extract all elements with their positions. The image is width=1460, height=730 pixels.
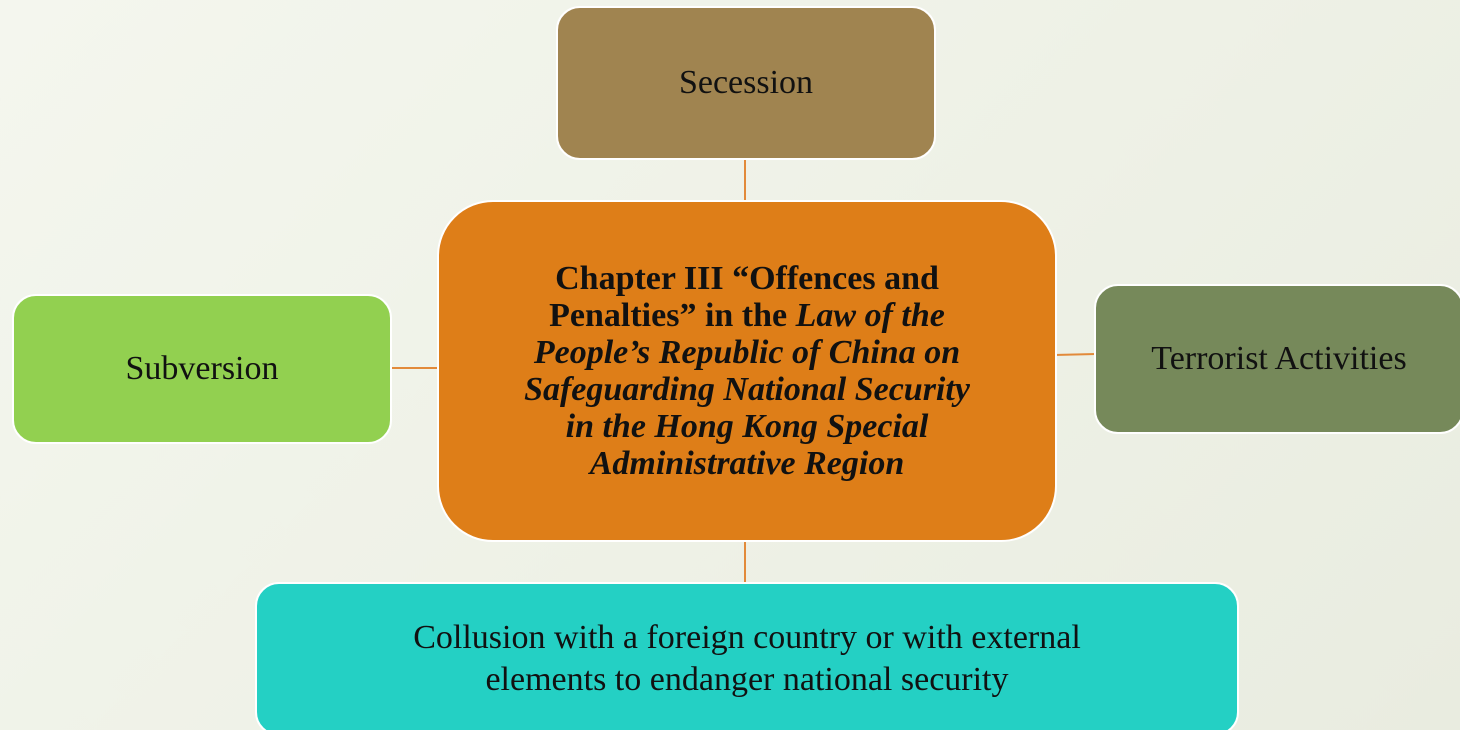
node-collusion-line-1: Collusion with a foreign country or with…: [413, 619, 1081, 656]
node-subversion-label: Subversion: [125, 350, 279, 387]
node-collusion-line-2: elements to endanger national security: [485, 661, 1009, 698]
connector-bottom: [744, 540, 746, 584]
node-collusion-text: Collusion with a foreign country or with…: [413, 617, 1081, 701]
node-collusion: Collusion with a foreign country or with…: [255, 582, 1239, 730]
node-subversion: Subversion: [12, 294, 392, 444]
node-secession: Secession: [556, 6, 936, 160]
central-topic-segment: Safeguarding National Security: [524, 371, 970, 408]
central-topic-segment: in the Hong Kong Special: [565, 408, 929, 445]
central-topic-line-5: in the Hong Kong Special: [524, 408, 970, 445]
central-topic-line-6: Administrative Region: [524, 445, 970, 482]
central-topic-segment: Chapter III “Offences and: [555, 260, 939, 297]
node-terrorist-activities: Terrorist Activities: [1094, 284, 1460, 434]
connector-top: [744, 157, 746, 205]
node-terrorist-activities-label: Terrorist Activities: [1151, 340, 1407, 377]
central-topic-line-1: Chapter III “Offences and: [524, 260, 970, 297]
central-topic-segment: Administrative Region: [589, 445, 905, 482]
connector-left: [388, 367, 440, 369]
central-topic-segment: Penalties” in the: [549, 297, 796, 334]
central-topic-line-3: People’s Republic of China on: [524, 334, 970, 371]
central-topic-segment: People’s Republic of China on: [533, 334, 961, 371]
central-topic-line-4: Safeguarding National Security: [524, 371, 970, 408]
connector-right: [1053, 353, 1097, 356]
central-topic-segment: Law of the: [795, 297, 945, 334]
central-topic-line-2: Penalties” in the Law of the: [524, 297, 970, 334]
node-secession-label: Secession: [678, 64, 814, 101]
